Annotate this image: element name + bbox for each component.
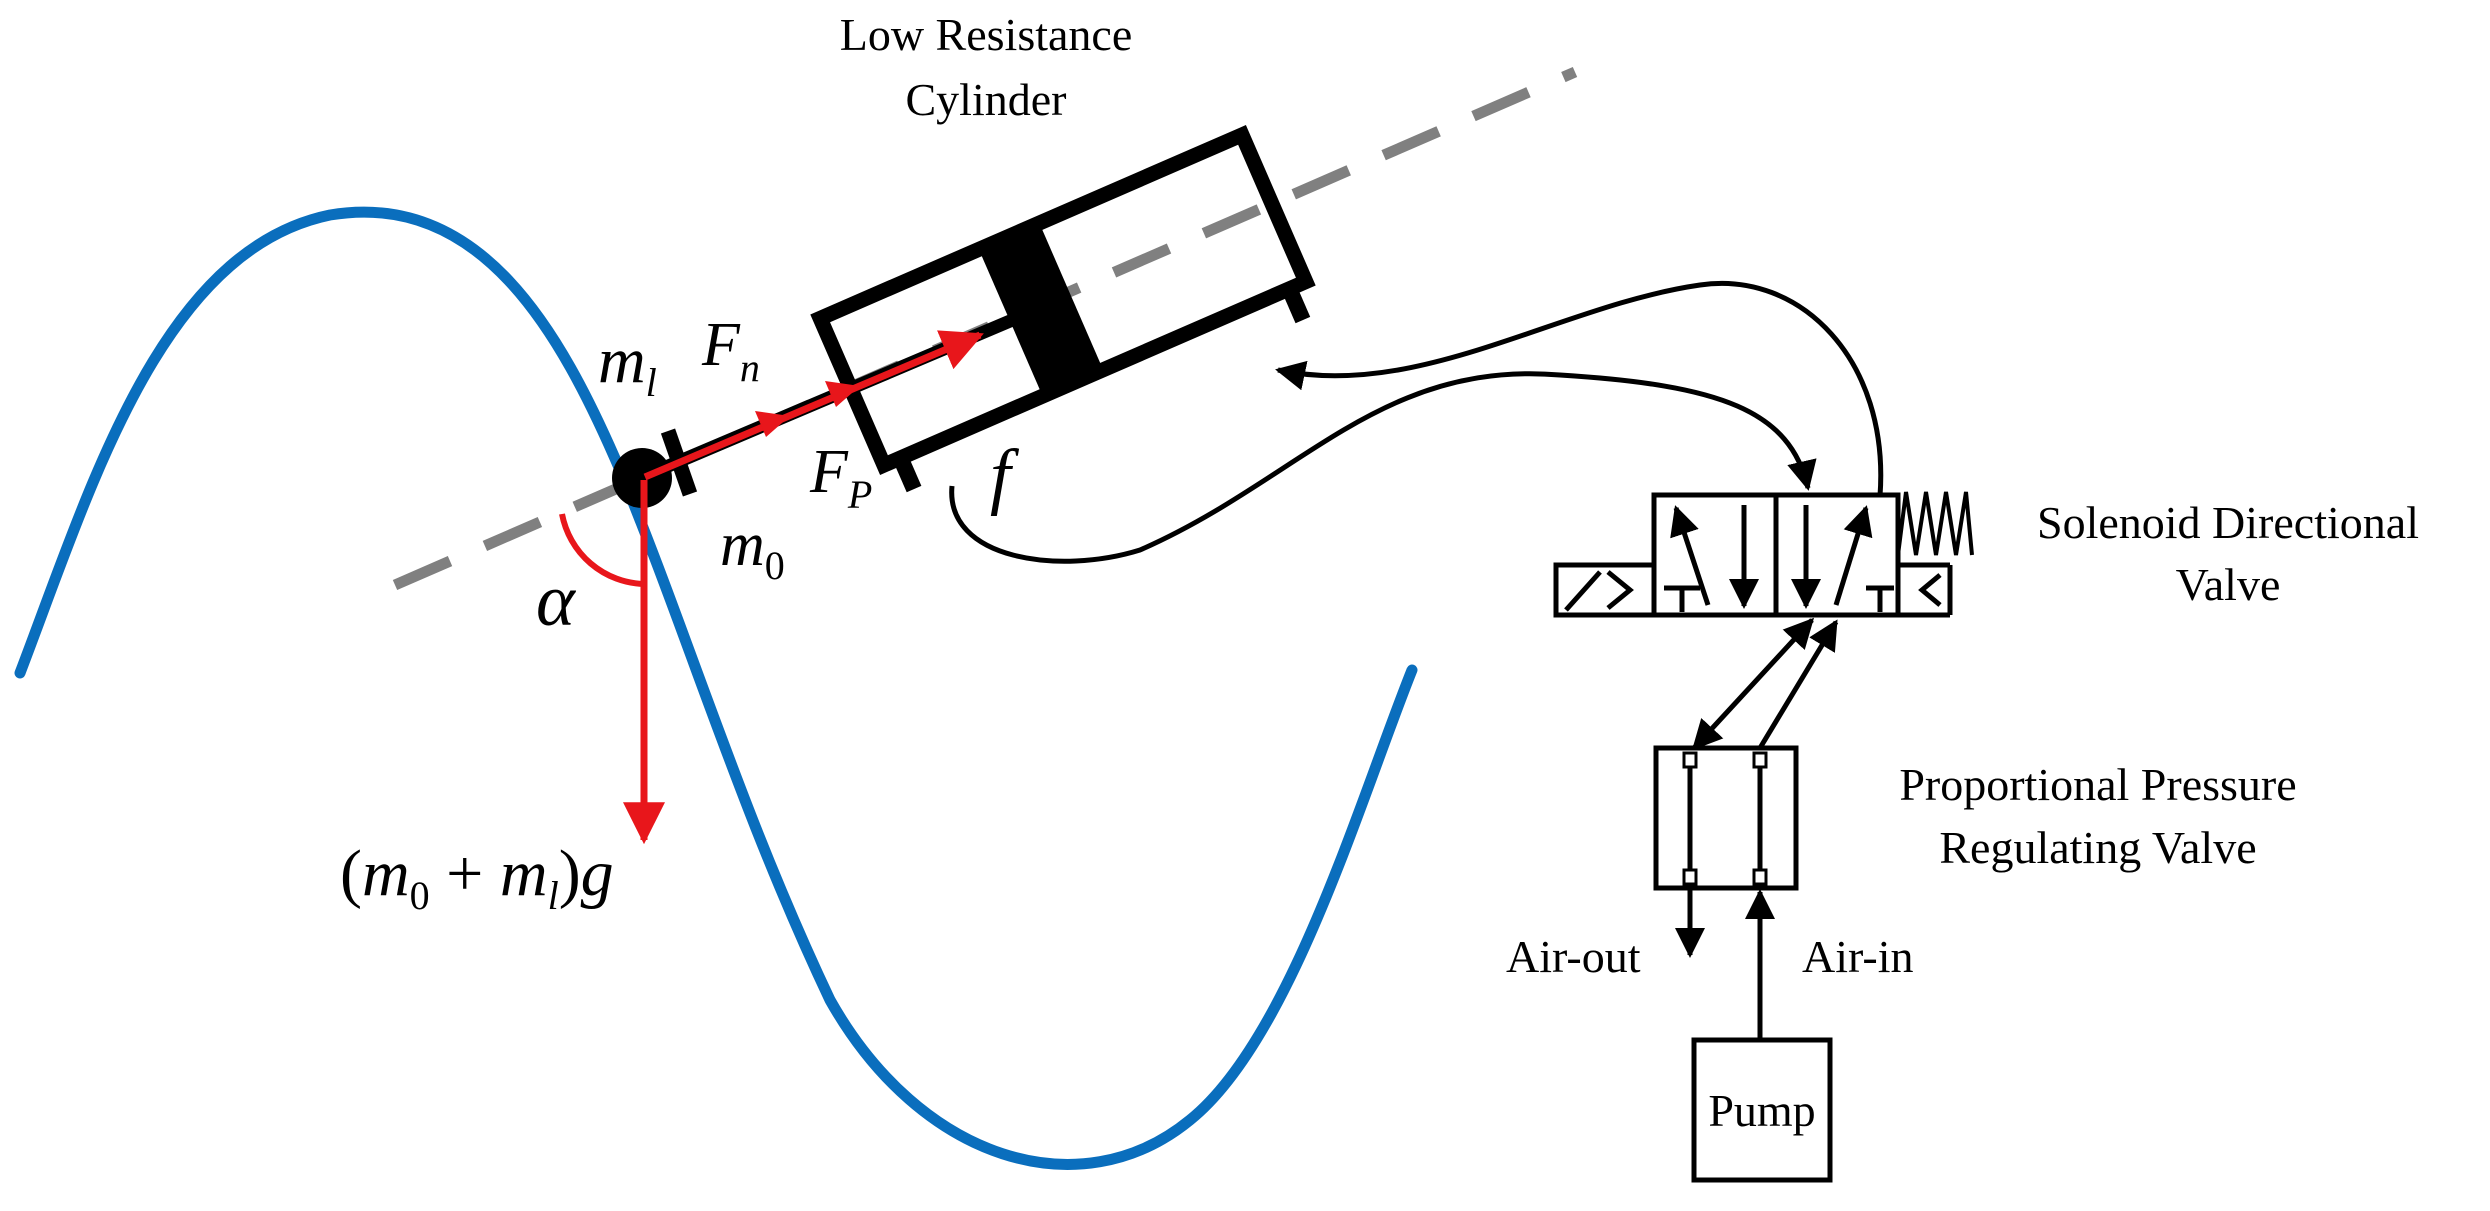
valve-spring xyxy=(1896,491,1974,556)
symbol-m-0: m0 xyxy=(720,511,785,588)
connector-out xyxy=(1691,617,1815,751)
regulator-label-1: Proportional Pressure xyxy=(1899,759,2296,810)
air-in-label: Air-in xyxy=(1802,931,1914,982)
symbol-f-n: Fn xyxy=(701,311,760,390)
cylinder-label-2: Cylinder xyxy=(906,74,1067,125)
symbol-alpha: α xyxy=(536,560,577,642)
regulator-label-2: Regulating Valve xyxy=(1939,822,2256,873)
symbol-m-l: ml xyxy=(598,324,657,405)
symbol-f-p: FP xyxy=(809,438,872,517)
tube-lower xyxy=(949,371,1817,564)
terrain-curve xyxy=(14,206,1418,1170)
force-arrow-fn xyxy=(643,330,984,481)
force-head-1 xyxy=(755,411,790,437)
mass-ball xyxy=(612,448,672,508)
air-out-label: Air-out xyxy=(1506,931,1641,982)
cylinder-port-right xyxy=(1281,285,1311,324)
alpha-angle-arc xyxy=(559,513,645,587)
low-resistance-cylinder xyxy=(810,125,1316,493)
symbol-f: f xyxy=(990,435,1020,517)
pump-box xyxy=(1691,1037,1833,1183)
pressure-regulating-valve xyxy=(1653,745,1799,891)
gravity-expression: (m0 + ml)g xyxy=(340,837,614,918)
cylinder-port-left xyxy=(893,454,922,493)
pump-label: Pump xyxy=(1708,1085,1815,1136)
tube-upper xyxy=(1275,281,1884,497)
cylinder-label-1: Low Resistance xyxy=(840,9,1133,60)
solenoid-label-1: Solenoid Directional xyxy=(2037,497,2419,548)
solenoid-label-2: Valve xyxy=(2176,559,2281,610)
connector-in xyxy=(1757,619,1839,750)
solenoid-directional-valve xyxy=(1553,491,1974,618)
force-head-2 xyxy=(825,381,860,407)
